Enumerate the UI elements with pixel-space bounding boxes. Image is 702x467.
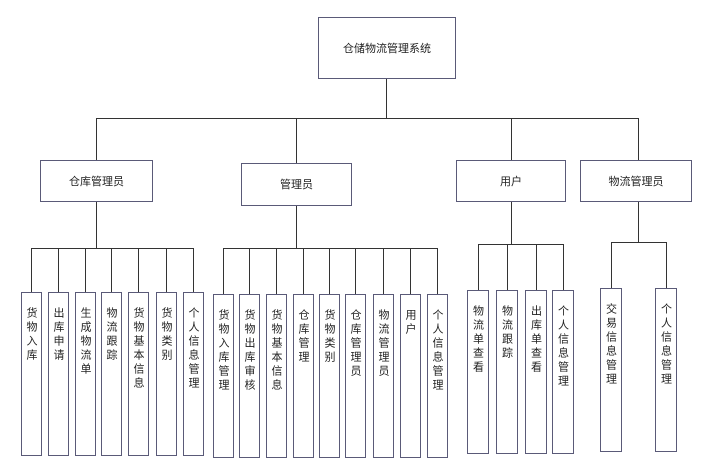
- leaf-node: 物流跟踪: [101, 292, 122, 456]
- leaf-drop: [536, 244, 538, 290]
- leaf-drop: [249, 248, 251, 294]
- leaf-node: 货物类别: [156, 292, 177, 456]
- leaf-drop: [478, 244, 480, 290]
- group-4-drop: [638, 202, 640, 242]
- leaf-drop: [138, 248, 140, 292]
- leaf-drop: [193, 248, 195, 292]
- leaf-node: 仓库管理员: [345, 294, 366, 458]
- leaf-node: 物流跟踪: [496, 290, 518, 454]
- group-3-bus: [478, 244, 563, 246]
- leaf-drop: [303, 248, 305, 294]
- group-node-user: 用户: [456, 160, 566, 202]
- leaf-node: 仓库管理: [293, 294, 314, 458]
- leaf-drop: [666, 242, 668, 288]
- leaf-drop: [329, 248, 331, 294]
- group-2-drop: [296, 206, 298, 248]
- leaf-drop: [276, 248, 278, 294]
- root-node: 仓储物流管理系统: [318, 17, 456, 79]
- leaf-drop: [383, 248, 385, 294]
- leaf-node: 出库申请: [48, 292, 69, 456]
- leaf-node: 个人信息管理: [655, 288, 677, 452]
- group-1-stem: [96, 118, 98, 160]
- leaf-node: 个人信息管理: [552, 290, 574, 454]
- leaf-drop: [166, 248, 168, 292]
- leaf-node: 交易信息管理: [600, 288, 622, 452]
- leaf-drop: [507, 244, 509, 290]
- leaf-node: 生成物流单: [75, 292, 96, 456]
- group-2-stem: [296, 118, 298, 163]
- leaf-drop: [85, 248, 87, 292]
- leaf-node: 物流单查看: [467, 290, 489, 454]
- leaf-node: 货物基本信息: [266, 294, 287, 458]
- leaf-drop: [355, 248, 357, 294]
- group-1-drop: [96, 202, 98, 248]
- leaf-drop: [410, 248, 412, 294]
- leaf-node: 用户: [400, 294, 421, 458]
- leaf-node: 货物基本信息: [128, 292, 149, 456]
- leaf-drop: [611, 242, 613, 288]
- leaf-node: 货物出库审核: [239, 294, 260, 458]
- leaf-node: 物流管理员: [373, 294, 394, 458]
- leaf-drop: [563, 244, 565, 290]
- group-3-drop: [511, 202, 513, 244]
- leaf-node: 货物入库管理: [213, 294, 234, 458]
- group-3-stem: [511, 118, 513, 160]
- group-4-stem: [638, 118, 640, 160]
- level1-bus: [96, 118, 638, 120]
- group-node-warehouse-admin: 仓库管理员: [40, 160, 153, 202]
- leaf-drop: [223, 248, 225, 294]
- group-node-admin: 管理员: [241, 163, 352, 206]
- group-node-logistics-admin: 物流管理员: [580, 160, 692, 202]
- root-stem: [386, 79, 388, 118]
- group-4-bus: [611, 242, 666, 244]
- leaf-drop: [31, 248, 33, 292]
- leaf-node: 货物入库: [21, 292, 42, 456]
- leaf-drop: [111, 248, 113, 292]
- leaf-node: 出库单查看: [525, 290, 547, 454]
- leaf-node: 个人信息管理: [427, 294, 448, 458]
- leaf-drop: [58, 248, 60, 292]
- leaf-drop: [437, 248, 439, 294]
- leaf-node: 货物类别: [319, 294, 340, 458]
- leaf-node: 个人信息管理: [183, 292, 204, 456]
